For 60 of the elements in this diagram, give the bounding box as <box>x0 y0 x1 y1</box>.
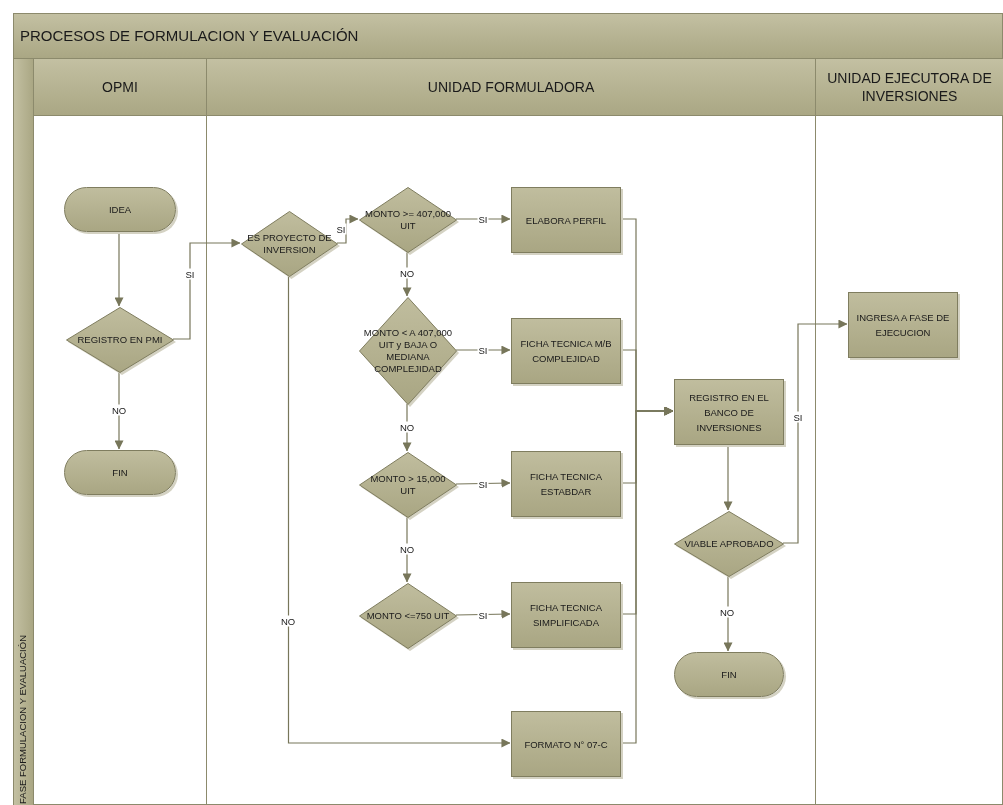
process-label: FORMATO N° 07-C <box>524 737 608 752</box>
decision-diamond <box>359 583 457 649</box>
lane-header: UNIDAD FORMULADORA <box>207 59 815 116</box>
process-box <box>511 582 621 648</box>
arrow <box>172 238 241 340</box>
decision-label: MONTO > 15,000 UIT <box>369 473 447 497</box>
phase-band <box>14 59 34 805</box>
process-box <box>511 187 621 253</box>
process-box <box>511 318 621 384</box>
edge-label: NO <box>398 421 416 433</box>
edge-label: SI <box>335 223 347 235</box>
process-label: REGISTRO EN EL BANCO DE INVERSIONES <box>688 390 770 435</box>
edge-label: NO <box>398 543 416 555</box>
arrow <box>402 516 412 583</box>
terminator-label: IDEA <box>108 203 132 216</box>
lane-header: OPMI <box>34 59 206 116</box>
process-label: INGRESA A FASE DE EJECUCION <box>855 311 951 340</box>
terminator-shape <box>64 450 176 495</box>
terminator-shape <box>64 187 176 232</box>
decision-label: REGISTRO EN PMI <box>77 334 163 346</box>
edge-label: SI <box>792 411 804 423</box>
edge-label: NO <box>398 267 416 279</box>
process-box <box>674 379 784 445</box>
edge-label: NO <box>718 606 736 618</box>
terminator-label: FIN <box>721 668 737 681</box>
terminator-label: FIN <box>112 466 128 479</box>
decision-diamond <box>674 511 784 577</box>
arrow <box>287 275 511 748</box>
phase-label: FASE FORMULACION Y EVALUACIÓN <box>16 635 30 804</box>
decision-label: ES PROYECTO DE INVERSION <box>246 232 333 256</box>
decision-label: MONTO >= 407,000 UIT <box>364 208 452 232</box>
pool-title-bar: PROCESOS DE FORMULACION Y EVALUACIÓN <box>14 14 1002 59</box>
process-label: ELABORA PERFIL <box>525 213 607 228</box>
arrow <box>402 403 412 452</box>
arrow <box>455 478 511 488</box>
lane-header: UNIDAD EJECUTORA DE INVERSIONES <box>816 59 1003 116</box>
edge-label: NO <box>110 404 128 416</box>
decision-diamond <box>359 187 457 253</box>
decision-diamond <box>66 307 174 373</box>
arrow <box>114 371 124 450</box>
process-box <box>511 451 621 517</box>
decision-diamond <box>359 297 457 405</box>
arrow <box>455 609 511 619</box>
process-label: FICHA TECNICA ESTABDAR <box>528 470 604 499</box>
decision-label: MONTO <=750 UIT <box>366 610 450 622</box>
process-label: FICHA TECNICA M/B COMPLEJIDAD <box>519 337 613 366</box>
decision-diamond <box>359 452 457 518</box>
process-box <box>848 292 958 358</box>
arrow <box>782 319 848 544</box>
decision-diamond <box>241 211 338 277</box>
terminator-shape <box>674 652 784 697</box>
pool-frame <box>13 13 1003 805</box>
edge-label: SI <box>184 268 196 280</box>
process-label: FICHA TECNICA SIMPLIFICADA <box>528 601 604 630</box>
swimlane <box>34 59 207 805</box>
swimlane <box>207 59 816 805</box>
decision-label: VIABLE APROBADO <box>684 538 774 550</box>
arrow <box>723 575 733 652</box>
edge-label: NO <box>279 615 297 627</box>
process-box <box>511 711 621 777</box>
